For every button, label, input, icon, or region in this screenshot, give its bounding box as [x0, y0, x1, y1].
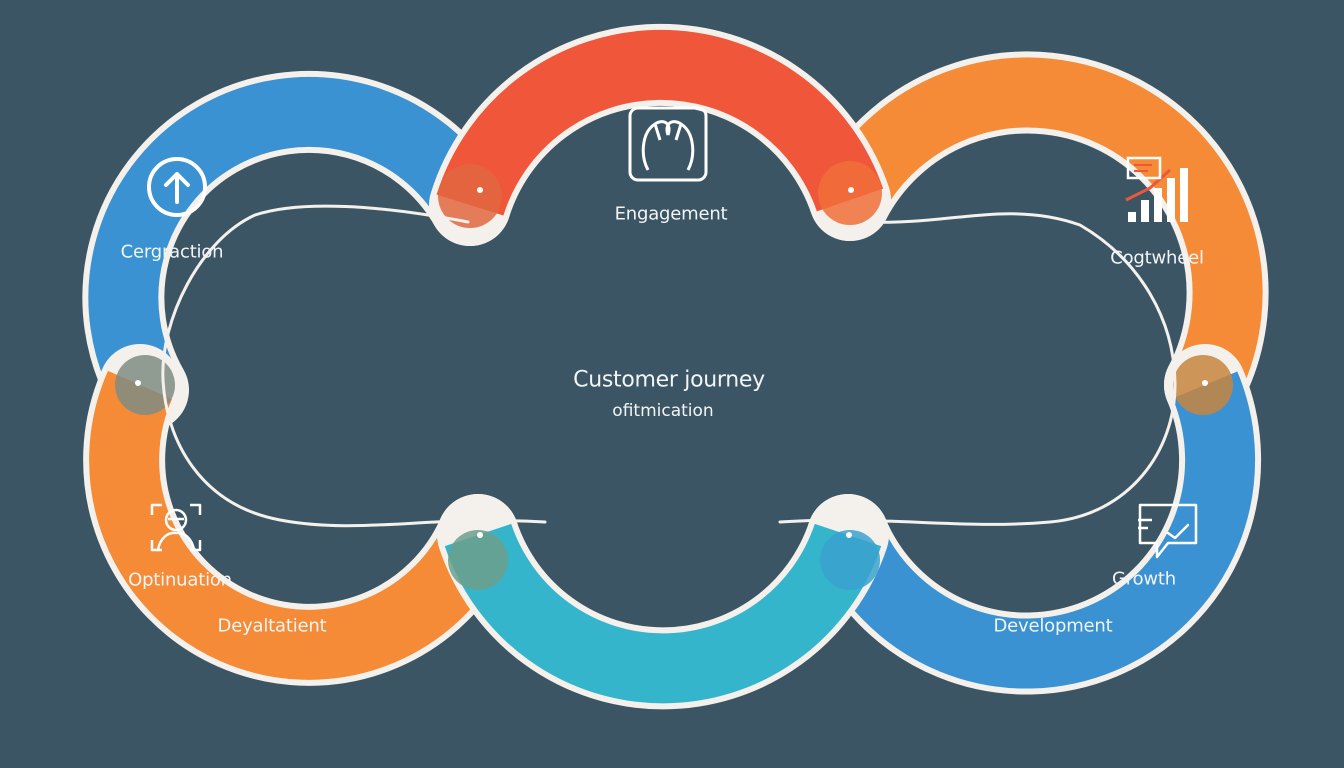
chat-bubble-check-icon — [1138, 503, 1198, 559]
hands-frame-icon — [628, 106, 708, 182]
label-bottom-right-1: Growth — [1112, 568, 1176, 590]
person-frame-icon — [150, 503, 202, 552]
center-title: Customer journey — [573, 367, 765, 393]
label-bottom-left-2: Deyaltatient — [217, 615, 327, 637]
ring-bands — [82, 23, 1269, 710]
label-bottom-right-2: Development — [993, 615, 1113, 637]
up-arrow-circle-icon — [147, 157, 207, 217]
center-subtitle: ofitmication — [612, 401, 714, 421]
growth-bar-chart-icon — [1125, 156, 1188, 222]
label-top-left: Cergraction — [120, 241, 224, 263]
inner-outline — [161, 204, 1177, 528]
overlap-blends — [115, 161, 1233, 590]
label-top-right: Cogtwheel — [1110, 247, 1204, 269]
connection-dots — [135, 187, 1208, 538]
label-top-center: Engagement — [614, 203, 728, 225]
label-bottom-left-1: Optinuation — [128, 569, 232, 591]
